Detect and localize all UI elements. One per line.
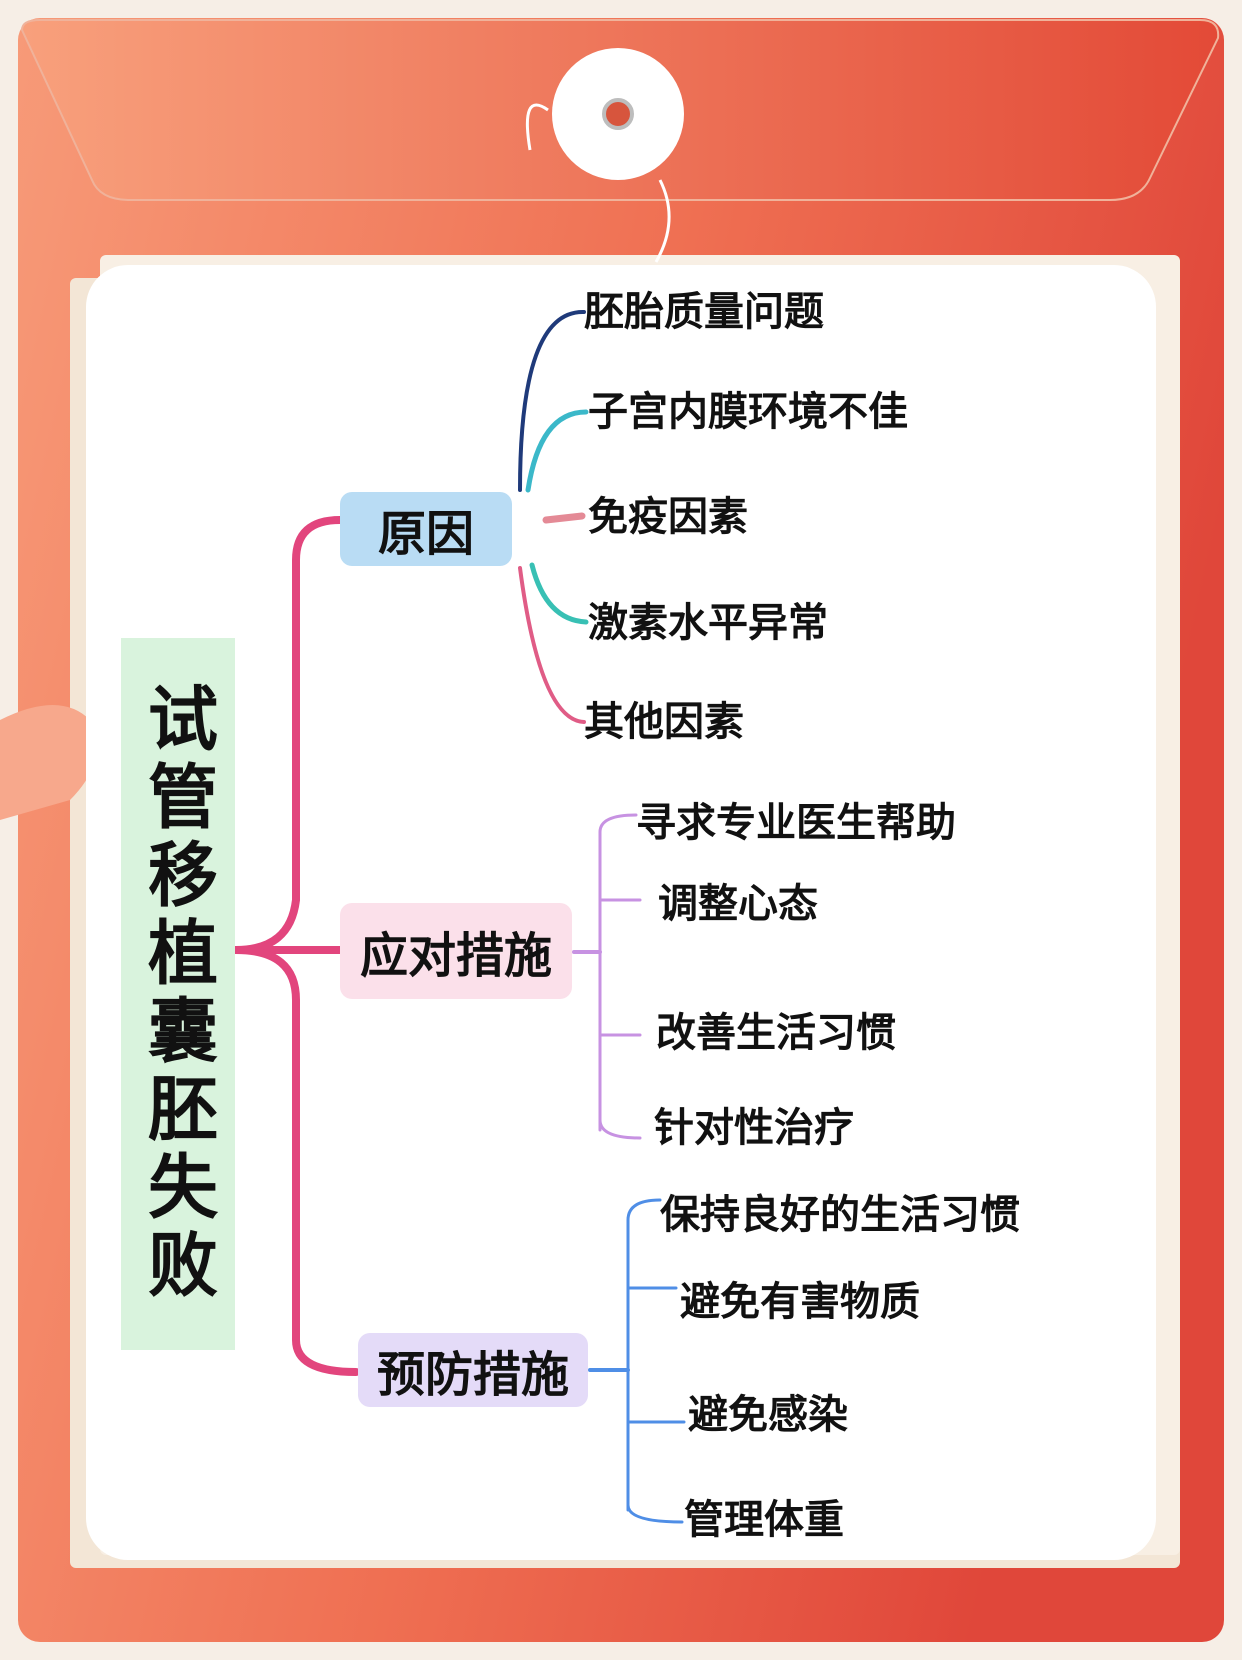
cause-item-5: 其他因素 <box>584 698 744 745</box>
mindmap-title: 试管移植囊胚失败 <box>136 682 220 1306</box>
coping-item-3: 改善生活习惯 <box>656 1009 896 1056</box>
branch-coping: 应对措施 <box>340 903 572 999</box>
coping-item-4: 针对性治疗 <box>654 1104 854 1151</box>
prevention-connector-1 <box>626 1198 662 1512</box>
trunk-to-causes <box>232 516 344 954</box>
button-hole <box>602 98 634 130</box>
prevention-connector-4 <box>626 1503 684 1524</box>
title-box: 试管移植囊胚失败 <box>121 638 235 1350</box>
hand-decoration <box>0 705 97 820</box>
branch-causes: 原因 <box>340 492 512 566</box>
cause-connector-3 <box>542 512 586 524</box>
cause-connector-1 <box>518 309 586 492</box>
coping-connector-4 <box>598 1118 642 1140</box>
cause-item-2: 子宫内膜环境不佳 <box>588 388 908 435</box>
prevention-item-3: 避免感染 <box>688 1391 848 1438</box>
cause-item-1: 胚胎质量问题 <box>584 288 824 335</box>
cause-connector-4 <box>529 562 589 625</box>
cause-item-4: 激素水平异常 <box>588 599 828 646</box>
coping-item-2: 调整心态 <box>658 880 818 927</box>
trunk-to-prevention <box>232 946 360 1376</box>
envelope-string <box>525 103 671 263</box>
prevention-item-2: 避免有害物质 <box>680 1278 920 1325</box>
prevention-item-1: 保持良好的生活习惯 <box>660 1191 1020 1238</box>
cause-connector-2 <box>525 409 589 493</box>
main-paper <box>86 265 1156 1560</box>
cause-item-3: 免疫因素 <box>588 493 748 540</box>
coping-item-1: 寻求专业医生帮助 <box>636 799 956 846</box>
coping-connector-1 <box>598 813 638 1132</box>
branch-prevention: 预防措施 <box>358 1333 588 1407</box>
prevention-item-4: 管理体重 <box>684 1496 844 1543</box>
cause-connector-5 <box>518 566 586 724</box>
